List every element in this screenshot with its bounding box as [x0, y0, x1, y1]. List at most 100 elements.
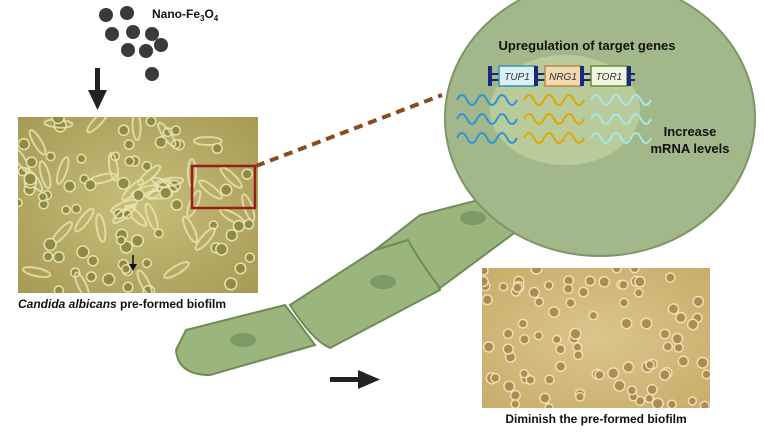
yeast-cell: [42, 251, 54, 262]
hypha-cell: [192, 136, 223, 147]
hypha-cell: [28, 129, 47, 156]
yeast-cell: [116, 176, 131, 190]
mrna-wave: [456, 132, 518, 144]
yeast-cell: [613, 379, 626, 392]
yeast-cell: [219, 183, 233, 197]
yeast-cell: [658, 368, 671, 381]
yeast-cell: [594, 369, 605, 381]
yeast-cell: [673, 342, 684, 353]
yeast-cell: [519, 368, 529, 379]
hypha-cell: [182, 215, 199, 244]
yeast-cell: [530, 268, 543, 275]
right-arrow-icon: [330, 370, 380, 389]
yeast-cell: [509, 389, 521, 401]
yeast-cell: [502, 328, 514, 340]
yeast-cell: [121, 264, 131, 274]
yeast-cell: [544, 374, 555, 385]
yeast-cell: [692, 295, 705, 308]
yeast-cell: [510, 399, 521, 408]
mrna-wave: [523, 94, 585, 106]
hypha-cell: [154, 176, 185, 188]
hypha-cell: [186, 189, 202, 218]
gene-label: TOR1: [596, 72, 623, 83]
yeast-cell: [503, 380, 516, 393]
yeast-cell: [141, 160, 153, 172]
hypha-cell: [219, 166, 243, 189]
nanoparticle: [145, 27, 159, 41]
yeast-cell: [640, 317, 653, 330]
nanoparticle: [105, 27, 119, 41]
yeast-cell: [141, 258, 152, 269]
yeast-cell: [244, 252, 256, 263]
yeast-cell: [61, 205, 71, 215]
yeast-cell: [132, 188, 145, 202]
yeast-cell: [544, 403, 554, 408]
yeast-cell: [528, 286, 540, 299]
yeast-cell: [490, 372, 501, 384]
yeast-cell: [543, 280, 554, 291]
nanoparticle: [139, 44, 153, 58]
hypha-cell: [18, 147, 31, 174]
yeast-cell: [224, 277, 238, 291]
yeast-cell: [626, 385, 637, 396]
hypha-cell: [86, 117, 109, 134]
yeast-cell: [76, 153, 87, 164]
yeast-cell: [618, 279, 629, 291]
yeast-cell: [687, 396, 698, 406]
yeast-cell: [85, 271, 97, 283]
yeast-cell: [215, 242, 229, 256]
yeast-cell: [502, 343, 514, 355]
yeast-cell: [562, 283, 574, 295]
yeast-cell: [43, 237, 57, 252]
yeast-cell: [208, 220, 219, 230]
yeast-cell: [644, 393, 655, 404]
yeast-cell: [634, 275, 646, 288]
yeast-cell: [584, 275, 596, 287]
yeast-cell: [498, 281, 509, 292]
mrna-wave: [590, 132, 652, 144]
mrna-wave: [523, 113, 585, 125]
yeast-cell: [18, 197, 23, 208]
mrna-wave: [590, 113, 652, 125]
result-line1: Increase: [664, 124, 717, 139]
hypha-cell: [74, 207, 95, 233]
mrna-wave: [456, 113, 518, 125]
hypha-cell: [112, 203, 137, 224]
yeast-cell: [63, 180, 76, 193]
yeast-cell: [699, 400, 710, 408]
yeast-cell: [76, 245, 90, 259]
yeast-cell: [551, 334, 562, 345]
yeast-cell: [686, 318, 699, 331]
yeast-cell: [211, 142, 223, 154]
yeast-cell: [675, 311, 687, 324]
yeast-cell: [170, 125, 182, 136]
nanoparticle: [145, 67, 159, 81]
yeast-cell: [618, 297, 630, 308]
hypha-cell: [124, 204, 148, 227]
yeast-cell: [659, 328, 671, 340]
yeast-cell: [588, 310, 599, 321]
nanoparticle: [126, 25, 140, 39]
yeast-cell: [102, 272, 116, 286]
mrna-wave: [523, 132, 585, 144]
yeast-cell: [37, 191, 48, 202]
hypha-cell: [163, 261, 190, 279]
result-line2: mRNA levels: [651, 141, 730, 156]
yeast-cell: [130, 234, 145, 248]
yeast-cell: [517, 318, 529, 329]
yeast-cell: [519, 334, 530, 345]
yeast-cell: [664, 272, 676, 283]
yeast-cell: [123, 139, 135, 150]
yeast-cell: [51, 117, 65, 125]
yeast-cell: [671, 332, 684, 345]
yeast-cell: [87, 254, 99, 267]
yeast-cell: [482, 275, 489, 288]
yeast-cell: [153, 228, 164, 239]
yeast-cell: [533, 330, 544, 341]
hypha-cell: [136, 269, 153, 293]
hypha-cell: [107, 152, 119, 182]
zoom-connector: [255, 93, 443, 168]
nanoparticle: [121, 43, 135, 57]
yeast-cell: [18, 138, 30, 151]
yeast-cell: [145, 117, 157, 127]
